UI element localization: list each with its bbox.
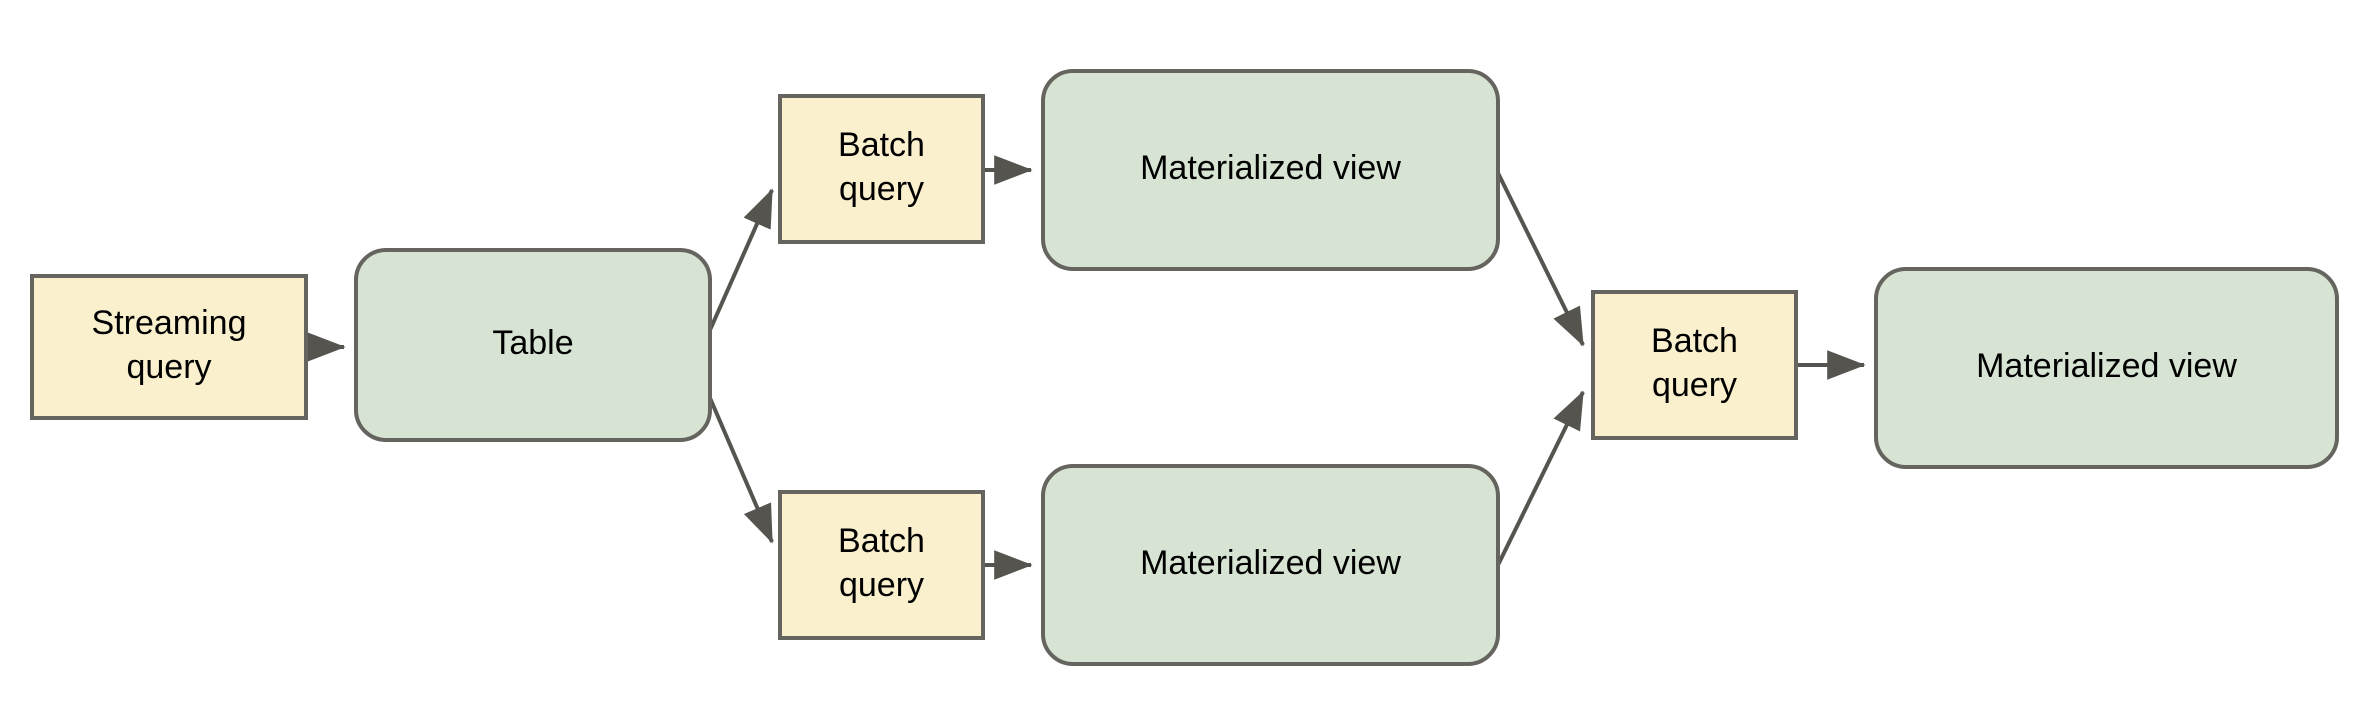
node-shape-table (354, 248, 712, 442)
edge-mv-bottom-to-batch-center (1496, 390, 1585, 566)
node-label-streaming-query: query (126, 348, 211, 386)
node-table[interactable]: Table (354, 248, 712, 442)
node-shape-streaming-query (30, 274, 308, 420)
node-shape-batch-query-top (778, 94, 985, 244)
nodes-layer: StreamingqueryTableBatchqueryMaterialize… (30, 69, 2339, 666)
edge-table-to-batch-top (708, 188, 774, 331)
node-label-materialized-view-right: Materialized view (1976, 347, 2237, 385)
node-materialized-view-right[interactable]: Materialized view (1874, 267, 2339, 469)
node-shape-materialized-view-bottom (1041, 464, 1500, 666)
node-materialized-view-bottom[interactable]: Materialized view (1041, 464, 1500, 666)
node-shape-batch-query-center (1591, 290, 1798, 440)
edge-mv-top-to-batch-center (1496, 172, 1585, 347)
node-batch-query-center[interactable]: Batch query (1591, 290, 1798, 440)
node-materialized-view-top[interactable]: Materialized view (1041, 69, 1500, 271)
node-batch-query-top[interactable]: Batch query (778, 94, 985, 244)
node-label-batch-query-top: query (839, 170, 924, 208)
edges-layer (306, 155, 1866, 580)
node-label-batch-query-center: query (1652, 366, 1737, 404)
node-label-materialized-view-bottom: Materialized view (1140, 544, 1401, 582)
node-streaming-query[interactable]: Streaming query (30, 274, 308, 420)
node-label-batch-query-center: Batch (1651, 322, 1738, 360)
node-batch-query-bottom[interactable]: Batch query (778, 490, 985, 640)
node-label-materialized-view-top: Materialized view (1140, 149, 1401, 187)
node-shape-batch-query-bottom (778, 490, 985, 640)
node-label-batch-query-bottom: Batch (838, 522, 925, 560)
node-label-batch-query-bottom: query (839, 566, 924, 604)
node-label-table: Table (492, 324, 573, 362)
node-shape-materialized-view-top (1041, 69, 1500, 271)
edge-table-to-batch-bottom (708, 397, 774, 544)
node-label-batch-query-top: Batch (838, 126, 925, 164)
node-shape-materialized-view-right (1874, 267, 2339, 469)
node-label-streaming-query: Streaming (92, 304, 247, 342)
